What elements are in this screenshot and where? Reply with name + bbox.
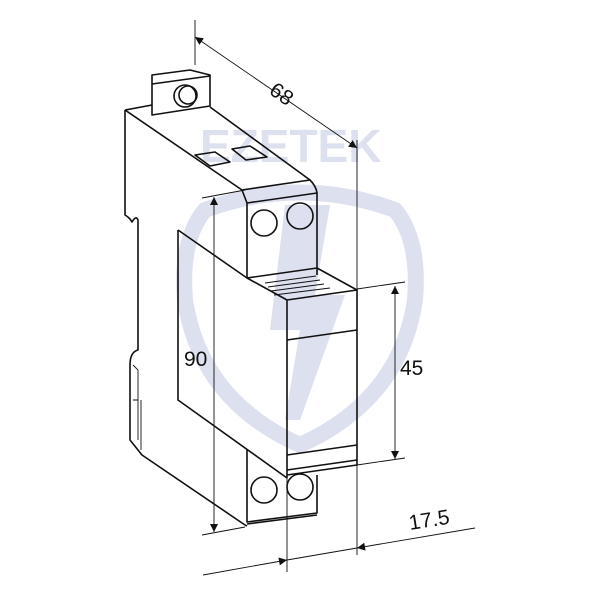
dimension-front-height-label: 45 [400, 357, 423, 380]
dimension-width: 17.5 [202, 478, 476, 576]
dimension-depth-label: 68 [265, 78, 297, 110]
dimension-height-label: 90 [184, 348, 207, 371]
dimension-height: 90 [184, 189, 246, 536]
dimension-front-height: 45 [356, 281, 423, 466]
shield-icon [176, 184, 424, 454]
lightning-icon [270, 205, 345, 420]
dimension-width-label: 17.5 [407, 506, 451, 535]
